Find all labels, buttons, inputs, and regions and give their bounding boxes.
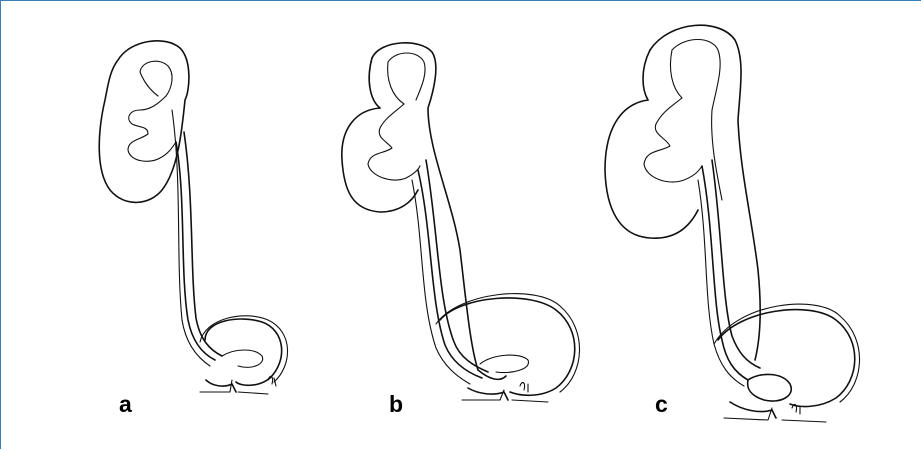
panel-b-bladder [440, 298, 575, 395]
panel-c-bladder [718, 310, 855, 407]
panel-c-drawing [605, 25, 860, 422]
panel-b-drawing [342, 43, 580, 402]
panel-b-kidney [342, 108, 418, 212]
panel-c-upper-pole [650, 25, 760, 360]
panel-a-drawing [99, 41, 287, 394]
panel-label-a: a [119, 391, 132, 418]
panel-label-c: c [655, 391, 668, 418]
panel-c-ureter [702, 166, 748, 380]
panel-label-b: b [389, 391, 403, 418]
panel-c-kidney [605, 100, 698, 238]
